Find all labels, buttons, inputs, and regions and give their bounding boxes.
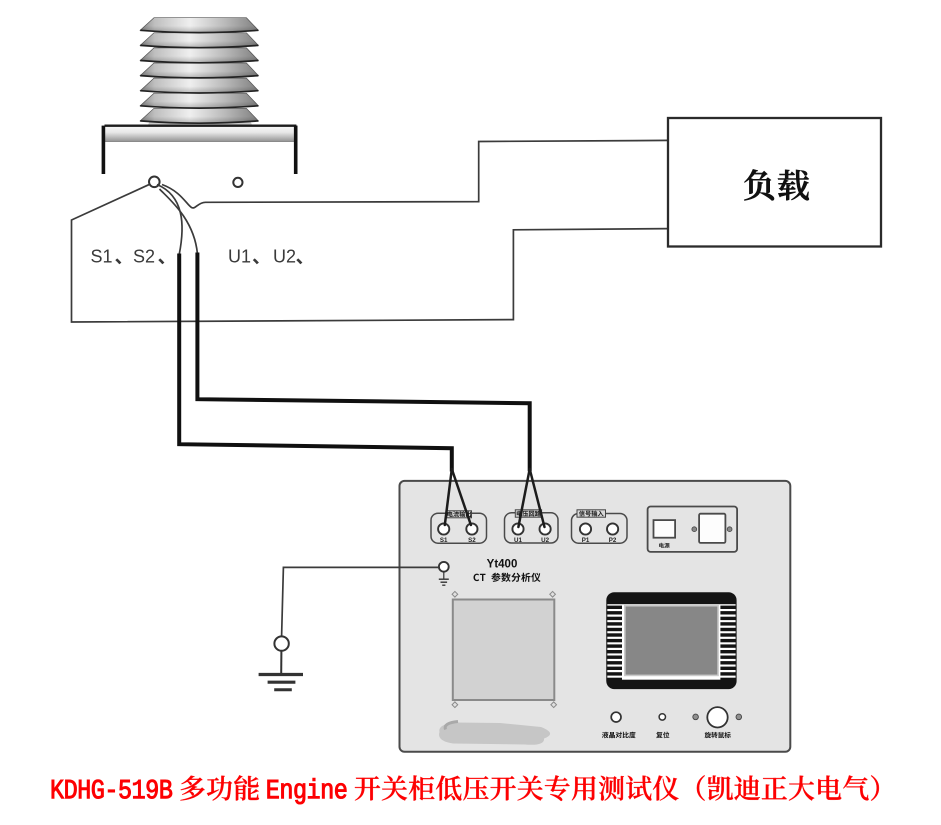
svg-text:U2: U2 <box>541 537 549 544</box>
svg-text:Yt400: Yt400 <box>487 559 518 571</box>
svg-text:S1: S1 <box>440 537 448 544</box>
svg-text:U2: U2 <box>273 247 296 267</box>
svg-text:S2: S2 <box>468 537 476 544</box>
svg-text:U1: U1 <box>514 537 522 544</box>
svg-text:S2: S2 <box>133 247 155 267</box>
svg-text:P2: P2 <box>609 537 617 544</box>
svg-text:P1: P1 <box>582 537 590 544</box>
svg-text:S1: S1 <box>91 247 113 267</box>
svg-text:U1: U1 <box>228 247 251 267</box>
